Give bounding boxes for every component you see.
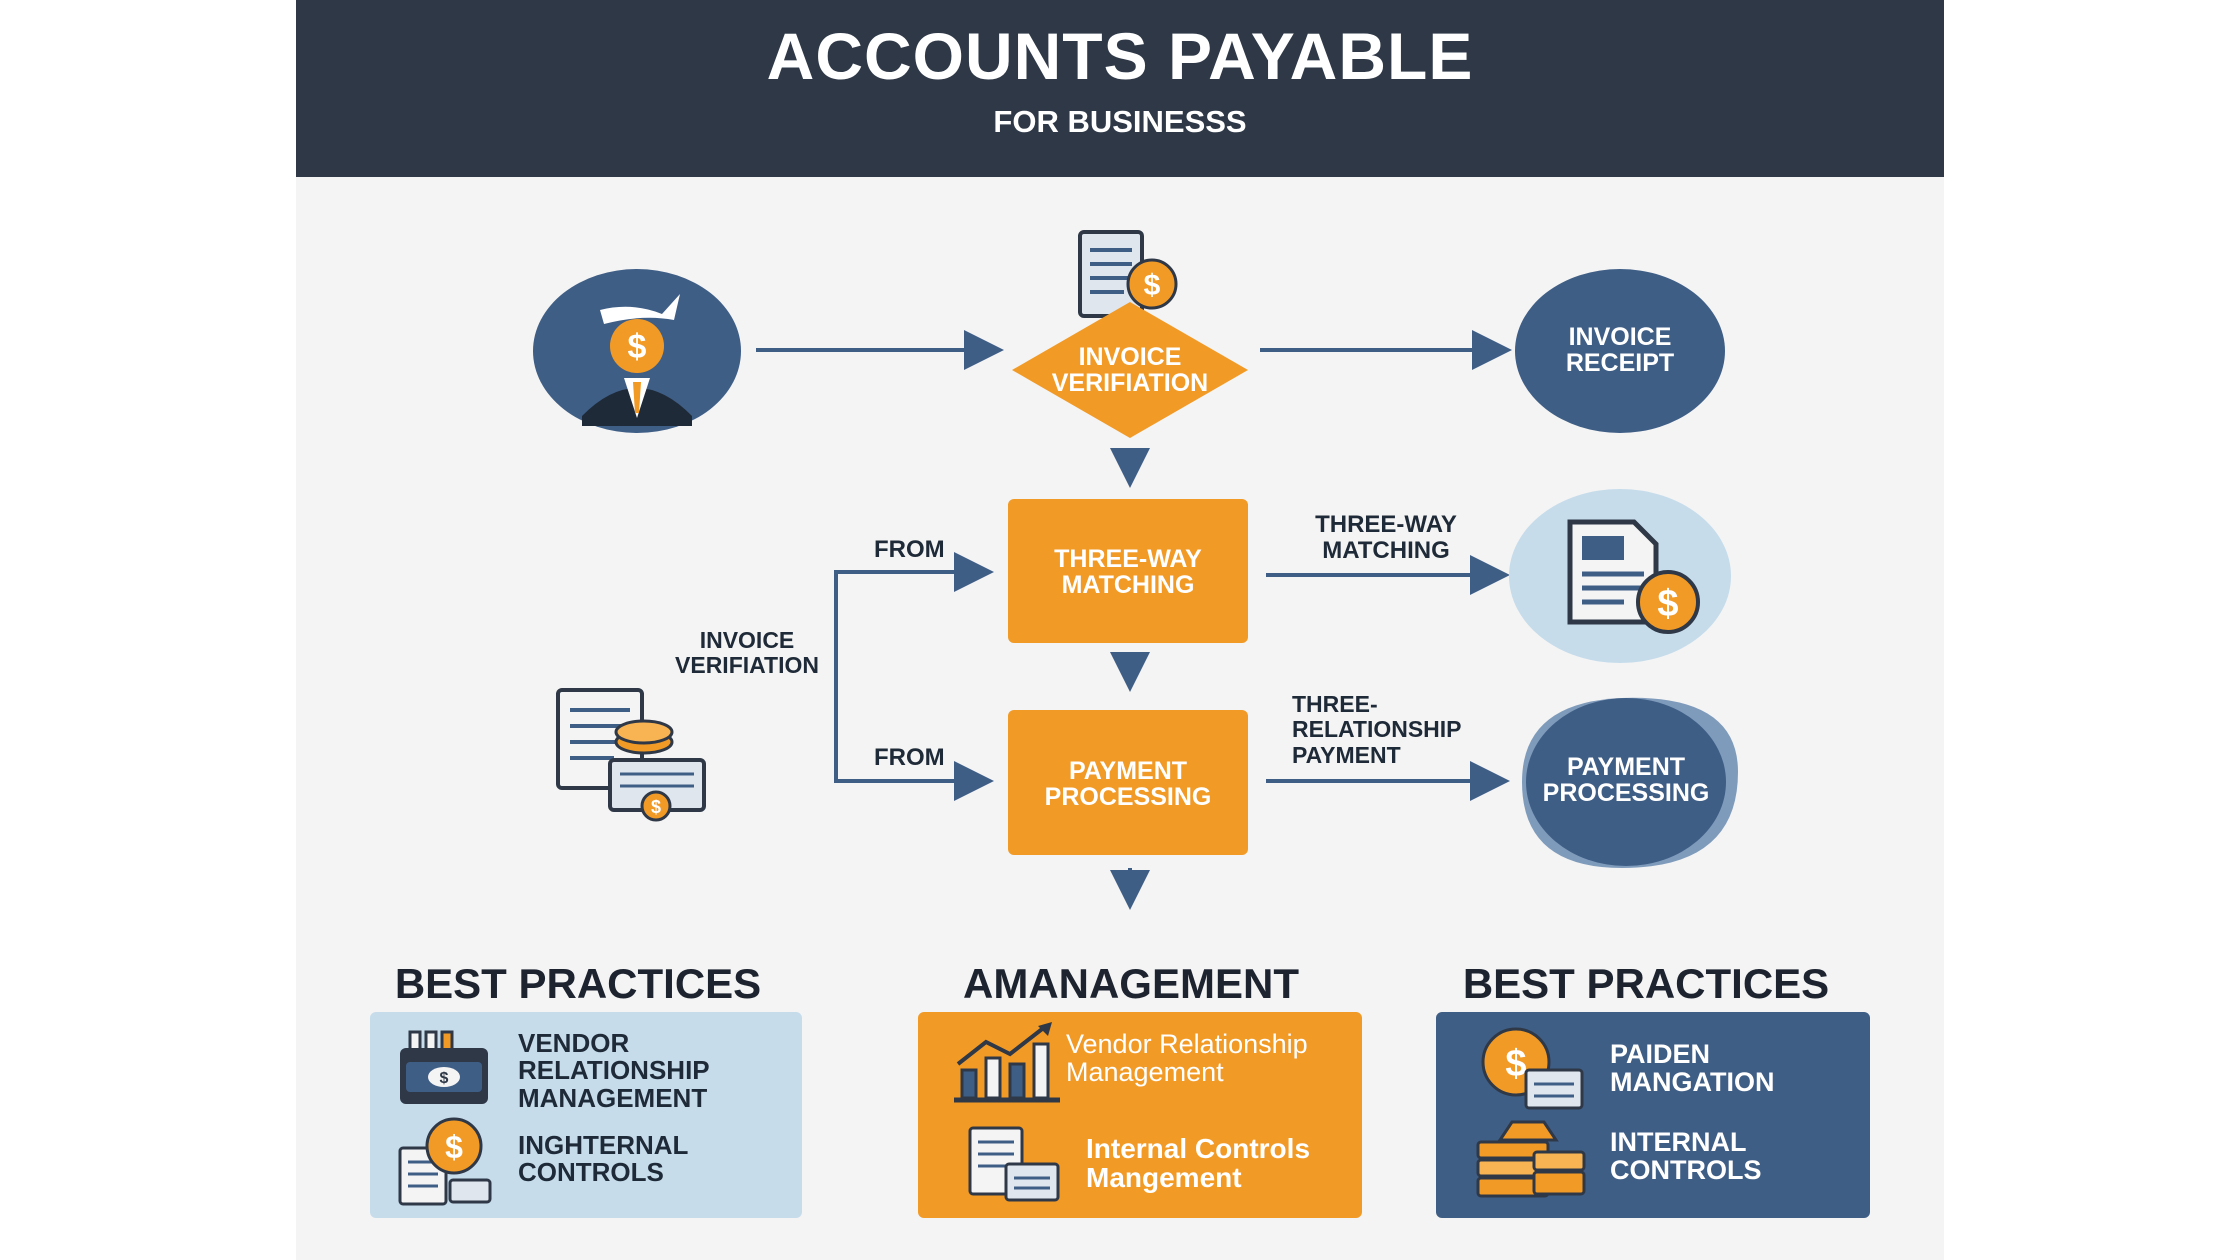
management-item-1: Vendor Relationship Management	[1066, 1029, 1308, 1088]
three-way-matching-box	[1008, 499, 1248, 643]
svg-text:$: $	[651, 797, 661, 817]
invoice-dollar-icon: $	[1078, 230, 1178, 318]
three-way-matching-label: THREE-WAY MATCHING	[1054, 544, 1202, 599]
payment-processing-circle	[1522, 697, 1738, 868]
svg-text:$: $	[1657, 583, 1678, 625]
page-subtitle: FOR BUSINESSS	[993, 104, 1247, 139]
arrow-from-bottom	[834, 761, 994, 801]
arrow-from-top	[834, 552, 994, 780]
svg-text:$: $	[628, 328, 647, 366]
header-banner: ACCOUNTS PAYABLE FOR BUSINESSS	[296, 0, 1944, 177]
payment-processing-box	[1008, 710, 1248, 855]
invoice-dollar-icon: $	[1509, 489, 1731, 663]
section-heading-left: BEST PRACTICES	[394, 960, 762, 1007]
page-title: ACCOUNTS PAYABLE	[766, 19, 1474, 93]
best-practice-right-item-2: INTERNAL CONTROLS	[1610, 1127, 1762, 1186]
diagram-canvas: ACCOUNTS PAYABLE FOR BUSINESSS $	[296, 0, 1944, 1260]
coin-document-icon: $	[1481, 1027, 1584, 1110]
documents-icon	[968, 1126, 1060, 1202]
coin-stack-icon	[1476, 1120, 1586, 1198]
businessman-dollar-icon: $	[533, 269, 741, 433]
invoice-verification-side-label: INVOICE VERIFIATION	[675, 627, 819, 679]
management-item-2: Internal Controls Mangement	[1086, 1133, 1311, 1194]
svg-text:$: $	[1505, 1043, 1526, 1085]
invoice-receipt-label: INVOICE RECEIPT	[1565, 322, 1675, 377]
wallet-icon: $	[400, 1030, 488, 1104]
section-heading-right: BEST PRACTICES	[1462, 960, 1830, 1007]
section-heading-middle: AMANAGEMENT	[963, 960, 1299, 1007]
from-label-top: FROM	[874, 536, 945, 563]
best-practice-left-item-2: INGHTERNAL CONTROLS	[518, 1130, 688, 1188]
svg-text:$: $	[1144, 269, 1161, 302]
payment-processing-circle-label: PAYMENT PROCESSING	[1542, 752, 1710, 807]
svg-text:$: $	[445, 1129, 463, 1165]
best-practice-left-item-1: VENDOR RELATIONSHIP MANAGEMENT	[518, 1028, 710, 1113]
payment-processing-label: PAYMENT PROCESSING	[1044, 756, 1212, 811]
invoice-verification-label: INVOICE VERIFIATION	[1051, 342, 1209, 397]
invoice-verification-diamond	[1012, 302, 1248, 438]
three-relationship-payment-label: THREE- RELATIONSHIP PAYMENT	[1292, 691, 1462, 768]
best-practice-right-item-1: PAIDEN MANGATION	[1610, 1039, 1775, 1098]
three-way-matching-arrow-label: THREE-WAY MATCHING	[1315, 511, 1457, 565]
document-coins-icon: $	[556, 688, 706, 822]
svg-text:$: $	[440, 1070, 449, 1087]
growth-chart-icon	[954, 1022, 1060, 1103]
invoice-receipt-circle	[1515, 269, 1725, 433]
dollar-document-icon: $	[398, 1117, 492, 1206]
flow-connectors	[756, 330, 1512, 910]
from-label-bottom: FROM	[874, 744, 945, 771]
